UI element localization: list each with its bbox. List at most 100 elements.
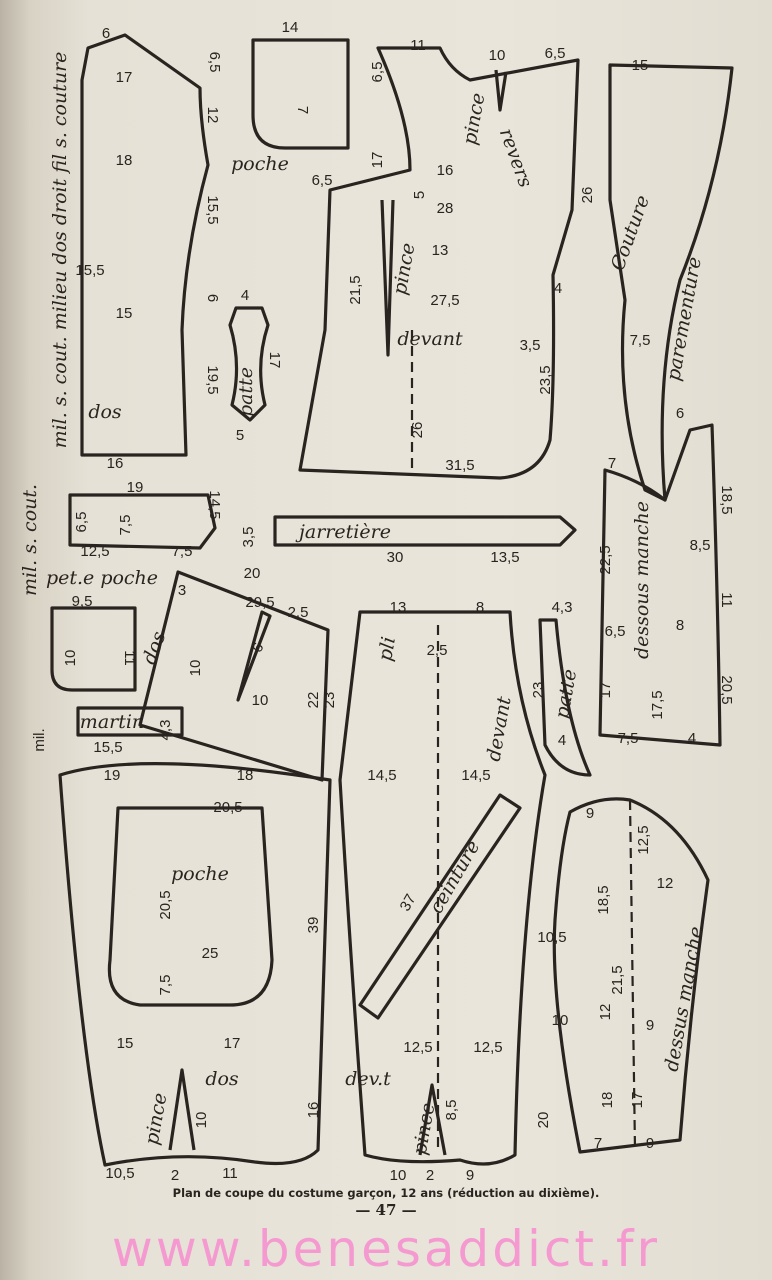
jacket-back-measurement: 17 <box>116 69 133 86</box>
undersleeve-measurement: 7 <box>608 455 616 472</box>
jacket-back-name: dos <box>88 401 122 423</box>
jacket-front-measurement: 5 <box>411 191 428 199</box>
trouser-back-upper-measurement: 18 <box>237 767 254 784</box>
jacket-front-annotation: pince <box>389 241 420 296</box>
piece-fly-tab-outline <box>538 618 592 777</box>
pocket-top-measurement: 14 <box>282 19 299 36</box>
piece-tab-outline <box>228 306 270 422</box>
trouser-back-measurement: 20,5 <box>213 799 242 816</box>
fly-tab-name: patte <box>551 667 581 720</box>
trouser-back-upper-measurement: 19 <box>104 767 121 784</box>
trouser-front-measurement: 14,5 <box>461 767 490 784</box>
martingale-measurement: mil. <box>31 728 48 751</box>
trouser-back-hem-dart <box>168 1068 196 1151</box>
piece-garter-outline <box>273 515 577 547</box>
jacket-front-measurement: 6,5 <box>312 172 333 189</box>
undersleeve-measurement: 11 <box>718 592 735 608</box>
piece-top-sleeve-outline <box>552 797 710 1154</box>
trouser-back-measurement: 25 <box>202 945 219 962</box>
waistband-short-measurement: 7,5 <box>117 515 134 536</box>
top-sleeve-measurement: 9 <box>646 1017 654 1034</box>
fly-tab-measurement: 4,3 <box>552 599 573 616</box>
trouser-back-annotation: poche <box>171 863 229 885</box>
small-pocket-measurement: 9,5 <box>72 593 93 610</box>
tab-measurement: 5 <box>236 427 244 444</box>
trouser-back-measurement: 10 <box>193 1112 210 1129</box>
piece-facing-outline <box>608 63 734 502</box>
trouser-back-upper-measurement: 10 <box>187 660 204 677</box>
trouser-back-measurement: 16 <box>305 1102 322 1119</box>
pocket-top-measurement: 7 <box>294 106 311 114</box>
top-sleeve-measurement: 12,5 <box>635 825 652 854</box>
undersleeve-measurement: 18,5 <box>718 485 735 514</box>
facing-name: parementure <box>662 255 705 382</box>
garter-measurement: 13,5 <box>490 549 519 566</box>
trouser-back-measurement: 7,5 <box>157 975 174 996</box>
piece-ceinture-outline <box>358 793 522 1020</box>
martingale-name: martin <box>80 711 144 733</box>
top-sleeve-measurement: 9 <box>586 805 594 822</box>
top-sleeve-measurement: 18,5 <box>595 885 612 914</box>
jacket-front-measurement: 11 <box>410 37 426 54</box>
waistband-short-measurement: 14,5 <box>206 490 223 519</box>
jacket-back-measurement: 12 <box>204 107 221 124</box>
facing-measurement: 15 <box>632 57 649 74</box>
jacket-front-name: devant <box>397 328 463 350</box>
jacket-front-annotation: pince <box>459 91 490 146</box>
undersleeve-measurement: 8 <box>676 617 684 634</box>
trouser-back-measurement: 20,5 <box>157 890 174 919</box>
pocket-top-name: poche <box>231 153 289 175</box>
watermark: www.benesaddict.fr <box>111 1220 661 1278</box>
jacket-back-measurement: 6,5 <box>206 52 223 73</box>
jacket-back-measurement: 6 <box>102 25 110 42</box>
jacket-front-measurement: 10 <box>489 47 506 64</box>
trouser-front-annotation: dev.t <box>345 1068 391 1090</box>
fly-tab-measurement: 4 <box>558 732 566 749</box>
trouser-front-measurement: 8,5 <box>443 1100 460 1121</box>
trouser-back-measurement: 11 <box>222 1165 238 1182</box>
jacket-front-measurement: 16 <box>437 162 454 179</box>
trouser-front-annotation: pince <box>409 1101 440 1156</box>
trouser-front-measurement: 12,5 <box>473 1039 502 1056</box>
piece-trouser-back-outline <box>58 762 332 1167</box>
jacket-back-measurement: 15,5 <box>75 262 104 279</box>
trouser-back-upper-name: dos <box>138 628 170 667</box>
trouser-front-measurement: 10 <box>390 1167 407 1184</box>
page-number: — 47 — <box>355 1201 417 1219</box>
waistband-short-measurement: 7,5 <box>172 543 193 560</box>
martingale-measurement: 4,3 <box>157 720 174 741</box>
waistband-short-name: mil. s. cout. <box>19 484 41 596</box>
trouser-back-measurement: 15 <box>117 1035 134 1052</box>
top-sleeve-measurement: 18 <box>599 1092 616 1109</box>
top-sleeve-measurement: 17 <box>629 1092 646 1109</box>
jacket-front-measurement: 21,5 <box>347 275 364 304</box>
jacket-front-measurement: 26 <box>409 422 426 439</box>
piece-waistband-outline <box>68 493 217 550</box>
garter-measurement: 3,5 <box>240 527 257 548</box>
piece-trouser-front-outline <box>338 610 547 1166</box>
jacket-back-measurement: 15 <box>116 305 133 322</box>
trouser-back-upper-measurement: 2,5 <box>288 604 309 621</box>
trouser-front-measurement: 13 <box>390 599 407 616</box>
trouser-front-hem-dart <box>418 1083 447 1156</box>
tab-name: patte <box>235 367 257 417</box>
undersleeve-measurement: 20,5 <box>718 675 735 704</box>
jacket-front-measurement: 27,5 <box>430 292 459 309</box>
jacket-front-measurement: 13 <box>432 242 449 259</box>
figure-caption: Plan de coupe du costume garçon, 12 ans … <box>172 1186 600 1200</box>
jacket-back-measurement: 16 <box>107 455 124 472</box>
undersleeve-measurement: 22,5 <box>597 545 614 574</box>
undersleeve-measurement: 8,5 <box>690 537 711 554</box>
top-sleeve-measurement: 10 <box>552 1012 569 1029</box>
undersleeve-measurement: 17,5 <box>649 690 666 719</box>
trouser-front-measurement: 37 <box>397 891 420 914</box>
trouser-back-upper-measurement: 29,5 <box>245 594 274 611</box>
undersleeve-measurement: 4 <box>688 730 696 747</box>
trouser-front-measurement: 2,5 <box>427 642 448 659</box>
piece-jacket-front-outline <box>298 46 580 480</box>
top-sleeve-measurement: 20 <box>535 1112 552 1129</box>
undersleeve-measurement: 6,5 <box>605 623 626 640</box>
piece-small-pocket-outline <box>50 606 137 692</box>
